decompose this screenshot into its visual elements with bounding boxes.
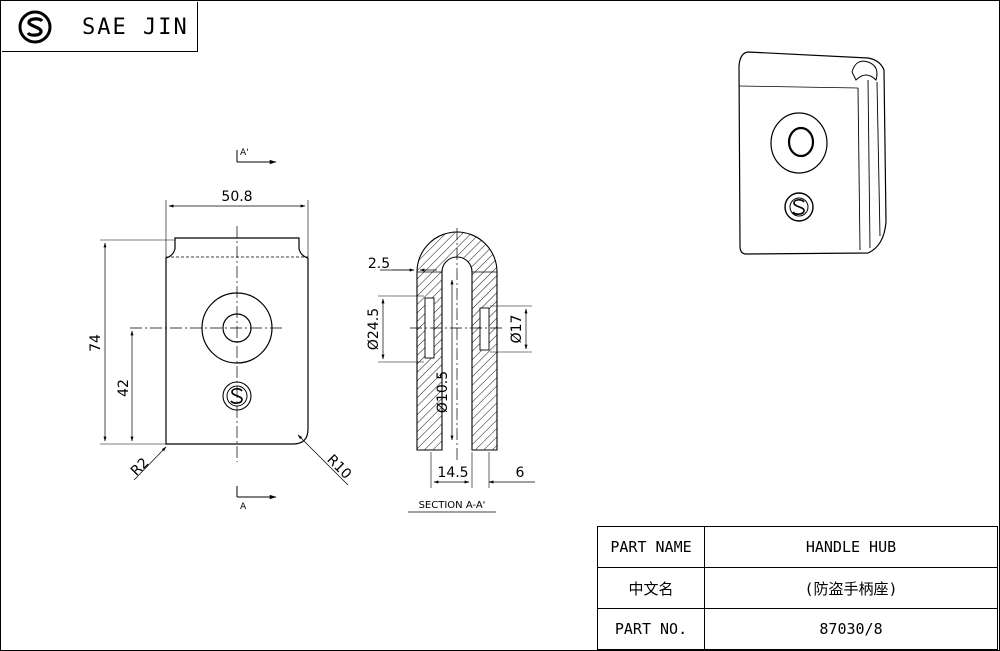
section-label-top: A' [240,148,249,158]
dim-inner-dia: Ø10.5 [435,371,451,413]
dim-height: 74 [88,334,104,352]
dim-radius-small: R2 [128,455,152,479]
isometric-view [738,51,887,255]
dim-width: 50.8 [221,189,252,205]
section-caption: SECTION A-A' [419,500,486,511]
part-no-value: 87030/8 [704,608,998,650]
part-name-value: HANDLE HUB [704,526,998,568]
section-label-bottom: A [240,502,247,512]
section-body [416,231,498,451]
dim-recess-dia: Ø17 [509,315,525,344]
table-row: PART NAME HANDLE HUB [597,526,998,568]
iso-logo-icon [784,192,814,222]
dim-outer-dia: Ø24.5 [366,308,382,350]
sj-logo-icon [18,10,52,44]
chinese-name-key: 中文名 [597,567,705,609]
iso-body [738,51,887,255]
part-no-key: PART NO. [597,608,705,650]
dim-wall: 2.5 [368,256,390,272]
table-row: 中文名 (防盗手柄座) [597,567,998,609]
section-arrow-bottom: A [236,486,277,512]
info-table: PART NAME HANDLE HUB 中文名 (防盗手柄座) PART NO… [597,526,998,650]
table-row: PART NO. 87030/8 [597,608,998,650]
dim-radius-large: R10 [323,452,354,483]
section-view: 2.5 Ø24.5 Ø10.5 Ø17 14.5 6 SECTION A-A' [366,228,535,513]
title-block: SAE JIN [2,2,198,52]
brand-name: SAE JIN [82,15,189,40]
part-name-key: PART NAME [597,526,705,568]
section-arrow-top: A' [236,148,277,165]
dim-bottom-right: 6 [516,465,525,481]
dim-hole-height: 42 [116,379,132,397]
front-view: A' A 50.8 74 [88,148,354,512]
dim-bottom-left: 14.5 [437,465,468,481]
chinese-name-value: (防盗手柄座) [704,567,998,609]
